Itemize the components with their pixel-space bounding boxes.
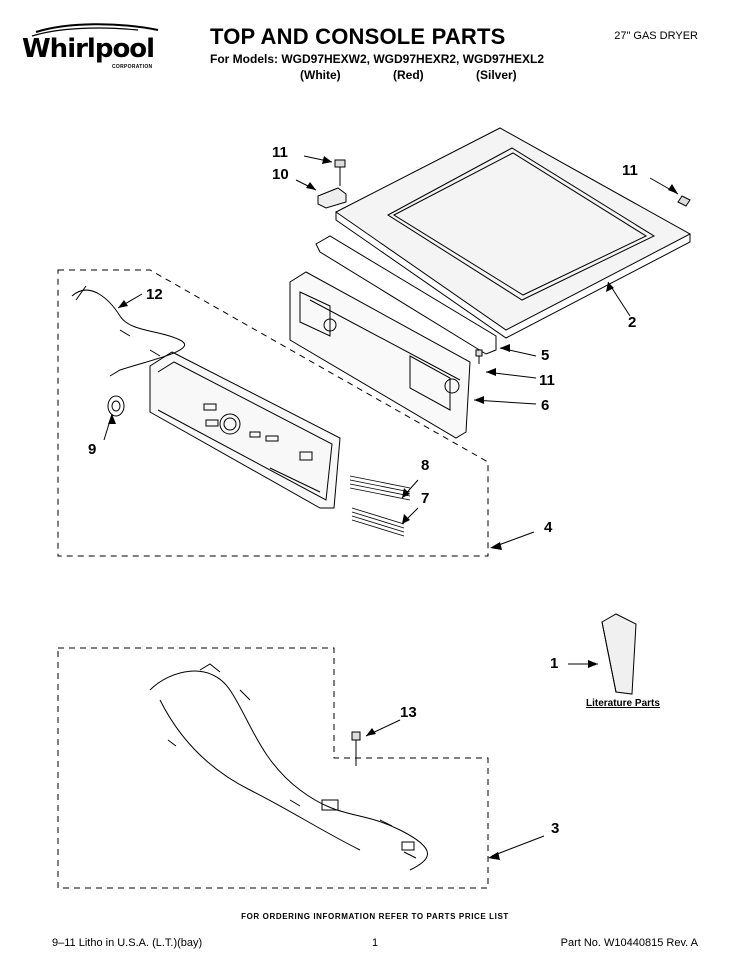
callout-5: 5 [541,347,550,364]
top-panel-drawing [335,127,692,339]
part-number: Part No. W10440815 Rev. A [560,937,698,949]
arrowheads [108,156,678,860]
callout-6: 6 [541,397,550,414]
page-number: 1 [372,937,379,949]
ordering-note: FOR ORDERING INFORMATION REFER TO PARTS … [241,912,509,921]
callout-10: 10 [272,166,289,183]
callout-3: 3 [551,820,560,837]
callout-2: 2 [628,314,637,331]
brand-sub: CORPORATION [112,64,153,70]
screw-drawings [334,159,691,766]
main-harness-drawing [149,663,428,871]
brand-name: Whirlpool [22,34,155,64]
callout-13: 13 [400,704,417,721]
page-title: TOP AND CONSOLE PARTS [210,24,506,49]
logo-swoosh-icon [31,23,159,37]
callout-11-top: 11 [272,144,288,161]
whirlpool-logo: Whirlpool CORPORATION [18,20,168,75]
litho-info: 9–11 Litho in U.S.A. (L.T.)(bay) [52,937,203,949]
color-red: (Red) [393,68,424,82]
callout-11-mid: 11 [539,372,555,389]
literature-parts-label: Literature Parts [586,698,660,709]
callout-4: 4 [544,519,553,536]
product-type: 27" GAS DRYER [614,30,698,42]
callout-1: 1 [550,655,559,672]
color-white: (White) [300,68,341,82]
control-panel-drawing [149,351,341,509]
models-line: For Models: WGD97HEXW2, WGD97HEXR2, WGD9… [210,52,545,66]
callout-8: 8 [421,457,430,474]
console-frame-drawing [289,235,497,439]
callout-11-right: 11 [622,162,638,179]
callout-9: 9 [88,441,97,458]
color-silver: (Silver) [476,68,517,82]
callout-7: 7 [421,490,430,507]
callout-12: 12 [146,286,163,303]
